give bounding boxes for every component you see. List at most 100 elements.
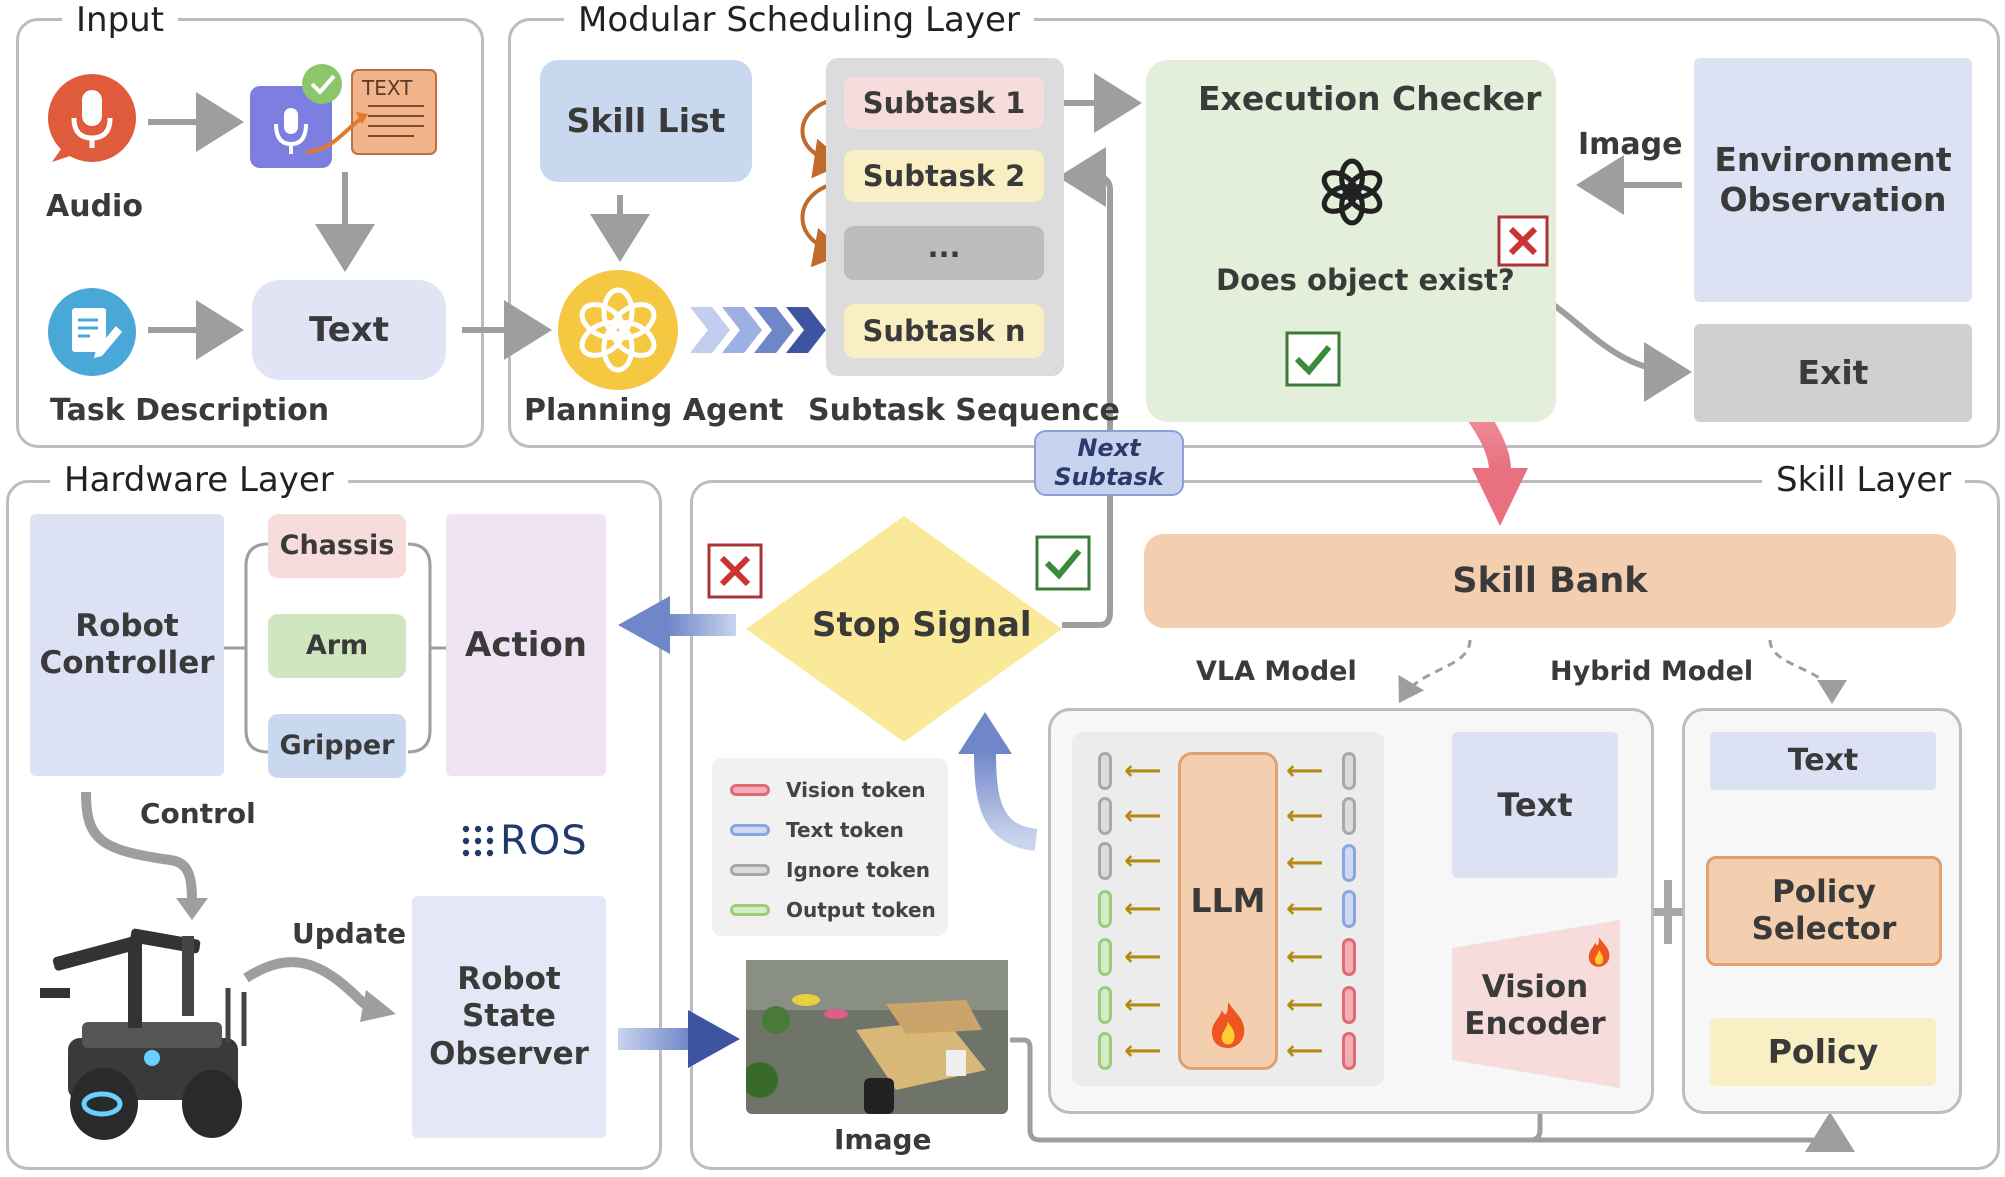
chatgpt-logo-icon <box>1321 158 1383 226</box>
token-arrow-left-icon: ⟵ <box>1124 846 1162 876</box>
control-label: Control <box>140 797 256 830</box>
check-mark-icon <box>1035 535 1091 591</box>
flame-icon <box>1212 1002 1245 1048</box>
vision-token <box>1342 986 1356 1024</box>
execution-checker-title: Execution Checker <box>1198 79 1542 118</box>
image-label: Image <box>1578 127 1683 162</box>
arm-box: Arm <box>268 614 406 678</box>
vision-encoder-label: Vision Encoder <box>1464 968 1606 1042</box>
planning-agent-label: Planning Agent <box>524 393 784 428</box>
camera-image <box>746 960 1008 1114</box>
legend-vision-label: Vision token <box>786 778 926 802</box>
text-token <box>1342 844 1356 882</box>
legend-text-label: Text token <box>786 818 904 842</box>
ignore-token <box>1342 797 1356 835</box>
token-arrow-left-icon: ⟵ <box>1286 1036 1324 1066</box>
text-icon-label: TEXT <box>362 76 413 100</box>
output-token <box>1098 986 1112 1024</box>
ignore-token <box>1098 752 1112 790</box>
cross-mark-icon <box>1497 215 1549 267</box>
openai-logo-icon <box>558 270 678 390</box>
stop-signal-label: Stop Signal <box>812 605 1032 645</box>
ignore-token <box>1098 842 1112 880</box>
ignore-token-swatch <box>730 864 770 876</box>
robot-illustration <box>40 928 247 1140</box>
scheduling-panel-title: Modular Scheduling Layer <box>564 0 1034 40</box>
ignore-token <box>1098 797 1112 835</box>
token-arrow-left-icon: ⟵ <box>1124 801 1162 831</box>
subtask-n: Subtask n <box>844 304 1044 358</box>
legend-output-label: Output token <box>786 898 936 922</box>
vla-text-box: Text <box>1452 732 1618 878</box>
subtask-ellipsis: ... <box>844 226 1044 280</box>
vla-model-label: VLA Model <box>1196 656 1357 687</box>
document-edit-icon <box>48 288 136 376</box>
token-arrow-left-icon: ⟵ <box>1286 848 1324 878</box>
flame-icon <box>1588 937 1610 967</box>
legend-text-token: Text token <box>730 818 904 842</box>
token-arrow-left-icon: ⟵ <box>1286 990 1324 1020</box>
input-panel <box>16 18 484 448</box>
update-label: Update <box>292 917 407 950</box>
legend-vision-token: Vision token <box>730 778 926 802</box>
hardware-panel-title: Hardware Layer <box>50 460 348 500</box>
microphone-icon <box>48 74 136 162</box>
text-token-swatch <box>730 824 770 836</box>
execution-checker-box <box>1146 60 1556 422</box>
skill-list-box: Skill List <box>540 60 752 182</box>
image-caption: Image <box>834 1123 932 1156</box>
skill-panel-title: Skill Layer <box>1762 460 1966 500</box>
token-arrow-left-icon: ⟵ <box>1124 990 1162 1020</box>
token-arrow-left-icon: ⟵ <box>1124 1036 1162 1066</box>
ignore-token <box>1342 752 1356 790</box>
legend-ignore-token: Ignore token <box>730 858 930 882</box>
output-token <box>1098 890 1112 928</box>
hybrid-model-label: Hybrid Model <box>1550 656 1754 687</box>
cross-mark-icon <box>707 543 763 599</box>
chassis-box: Chassis <box>268 514 406 578</box>
robot-state-observer-box: Robot State Observer <box>412 896 606 1138</box>
environment-observation-box: Environment Observation <box>1694 58 1972 302</box>
speech-to-text-icon <box>250 64 437 168</box>
subtask-1: Subtask 1 <box>844 77 1044 129</box>
text-input-box: Text <box>252 280 446 380</box>
input-panel-title: Input <box>62 0 179 40</box>
policy-selector-box: Policy Selector <box>1706 856 1942 966</box>
scheduling-panel <box>508 18 2000 448</box>
output-token-swatch <box>730 904 770 916</box>
task-description-label: Task Description <box>50 393 330 428</box>
gripper-box: Gripper <box>268 714 406 778</box>
token-arrow-left-icon: ⟵ <box>1286 942 1324 972</box>
token-arrow-left-icon: ⟵ <box>1286 894 1324 924</box>
policy-box: Policy <box>1710 1018 1936 1086</box>
skill-panel <box>690 480 2000 1170</box>
token-arrow-left-icon: ⟵ <box>1124 756 1162 786</box>
exit-box: Exit <box>1694 324 1972 422</box>
ros-text: ROS <box>500 818 588 864</box>
output-token <box>1098 1032 1112 1070</box>
check-mark-icon <box>1285 331 1341 387</box>
checker-question: Does object exist? <box>1216 263 1515 297</box>
legend-output-token: Output token <box>730 898 936 922</box>
token-arrow-left-icon: ⟵ <box>1124 942 1162 972</box>
subtask-sequence-label: Subtask Sequence <box>808 393 1120 428</box>
token-arrow-left-icon: ⟵ <box>1286 801 1324 831</box>
output-token <box>1098 938 1112 976</box>
audio-label: Audio <box>46 189 143 224</box>
stop-signal-diamond <box>746 516 1062 742</box>
vision-token <box>1342 938 1356 976</box>
action-box: Action <box>446 514 606 776</box>
ros-dots-icon <box>462 825 494 857</box>
vision-encoder-shape <box>1452 920 1620 1088</box>
hybrid-text-box: Text <box>1710 732 1936 790</box>
legend-ignore-label: Ignore token <box>786 858 930 882</box>
next-subtask-tag: Next Subtask <box>1034 430 1184 496</box>
vision-token-swatch <box>730 784 770 796</box>
subtask-2: Subtask 2 <box>844 150 1044 202</box>
skill-bank-box: Skill Bank <box>1144 534 1956 628</box>
text-token <box>1342 890 1356 928</box>
robot-controller-box: Robot Controller <box>30 514 224 776</box>
ros-logo: ROS <box>462 818 588 864</box>
token-arrow-left-icon: ⟵ <box>1124 894 1162 924</box>
vision-token <box>1342 1032 1356 1070</box>
